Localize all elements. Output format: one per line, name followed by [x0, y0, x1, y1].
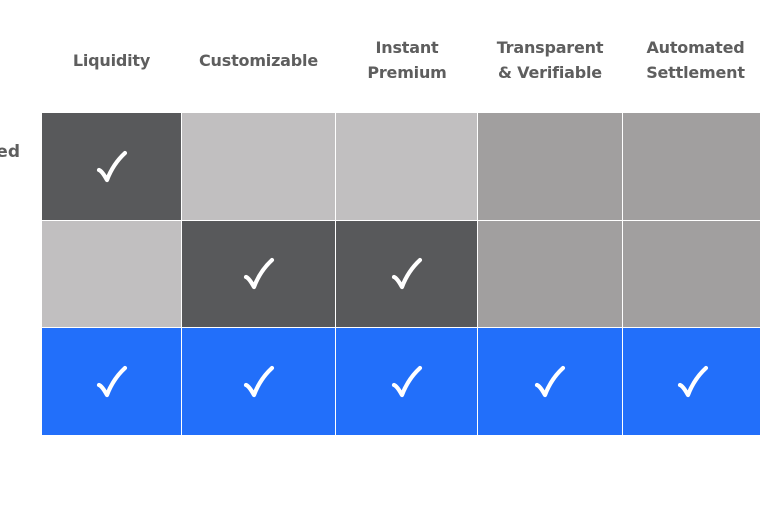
cell-row2-instant-premium: [336, 221, 477, 327]
column-header-instant-premium: Instant Premium: [336, 34, 478, 86]
column-header-text: Premium: [367, 63, 447, 82]
check-mark-icon: [243, 365, 274, 397]
cell-row1-transparent-verifiable: [478, 113, 622, 220]
cell-row2-customizable: [182, 221, 335, 327]
check-mark-icon: [391, 257, 422, 290]
cell-row3-customizable: [182, 328, 335, 435]
column-header-text: & Verifiable: [498, 63, 602, 82]
column-header-liquidity: Liquidity: [42, 34, 181, 86]
cell-row3-liquidity: [42, 328, 181, 435]
check-mark-icon: [243, 257, 274, 290]
check-mark-icon: [677, 365, 709, 397]
column-header-text: Liquidity: [72, 50, 151, 70]
check-mark-icon: [96, 365, 127, 397]
column-header-text: Automated: [646, 38, 745, 57]
column-header-text: Settlement: [646, 63, 745, 82]
cell-row1-instant-premium: [336, 113, 477, 220]
matrix-grid: [42, 113, 760, 435]
cell-row3-instant-premium: [336, 328, 477, 435]
column-header-text: Transparent: [496, 38, 604, 57]
cell-row3-transparent-verifiable: [478, 328, 622, 435]
cell-row2-liquidity: [42, 221, 181, 327]
column-header-transparent-verifiable: Transparent & Verifiable: [478, 34, 622, 86]
column-header-automated-settlement: Automated Settlement: [623, 34, 760, 86]
cell-row2-transparent-verifiable: [478, 221, 622, 327]
column-header-text: Instant: [375, 38, 439, 57]
row-label-1: ed: [0, 142, 20, 162]
cell-row1-automated-settlement: [623, 113, 760, 220]
column-header-text: Customizable: [199, 50, 318, 70]
check-mark-icon: [534, 365, 566, 397]
column-header-customizable: Customizable: [182, 34, 335, 86]
cell-row2-automated-settlement: [623, 221, 760, 327]
check-mark-icon: [391, 365, 422, 397]
cell-row3-automated-settlement: [623, 328, 760, 435]
cell-row1-customizable: [182, 113, 335, 220]
check-mark-icon: [96, 150, 127, 182]
cell-row1-liquidity: [42, 113, 181, 220]
